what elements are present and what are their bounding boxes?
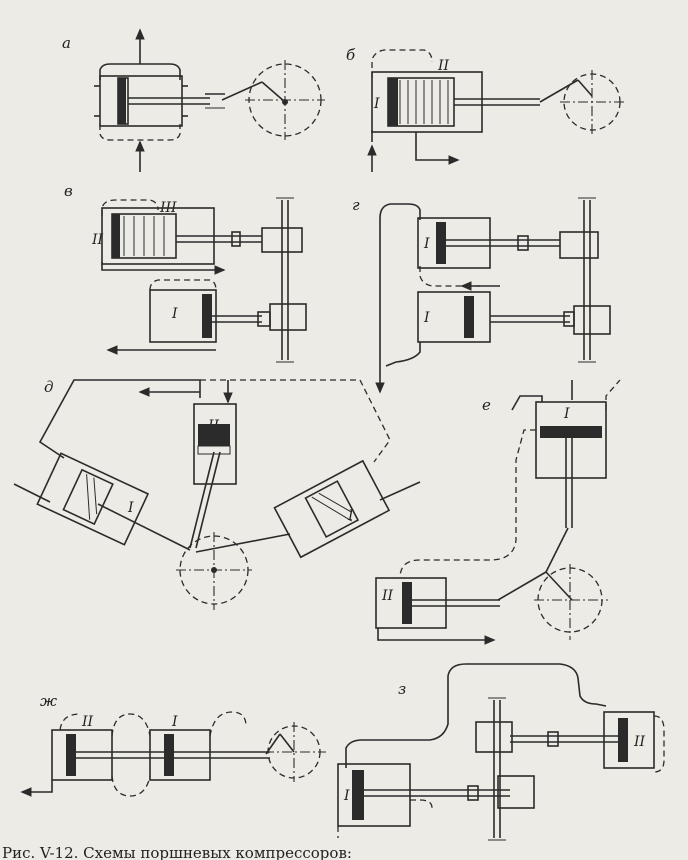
panel-label-e: е bbox=[482, 396, 491, 414]
panel-v: в II III I bbox=[64, 182, 307, 363]
panel-label-v: в bbox=[64, 182, 73, 200]
panel-a: а bbox=[62, 28, 325, 172]
stage-label-e-2: II bbox=[381, 588, 394, 604]
figure-caption: Рис. V-12. Схемы поршневых компрессоров: bbox=[2, 844, 352, 860]
panel-z: з I II bbox=[337, 663, 665, 841]
stage-label-zh-1: I bbox=[171, 714, 178, 730]
stage-label-b-2: II bbox=[437, 58, 450, 74]
stage-label-v-1: I bbox=[171, 306, 178, 322]
panel-label-z: з bbox=[398, 680, 406, 698]
stage-label-z-1: I bbox=[343, 788, 350, 804]
stage-label-v-2: II bbox=[91, 232, 104, 248]
stage-label-b-1: I bbox=[373, 96, 380, 112]
panel-label-a: а bbox=[62, 34, 71, 52]
panel-e: е I II bbox=[375, 379, 621, 645]
panel-d: д II I I bbox=[13, 378, 421, 610]
stage-label-g-2: I bbox=[423, 310, 430, 326]
panel-b: б I II bbox=[346, 46, 624, 172]
stage-label-e-1: I bbox=[563, 406, 570, 422]
panel-label-b: б bbox=[346, 46, 356, 64]
panel-label-zh: ж bbox=[40, 692, 57, 710]
panel-label-g: г bbox=[352, 196, 360, 214]
stage-label-zh-2: II bbox=[81, 714, 94, 730]
panel-label-d: д bbox=[44, 378, 54, 396]
stage-label-d-1b: I bbox=[347, 508, 354, 524]
stage-label-z-2: II bbox=[633, 734, 646, 750]
stage-label-g-1: I bbox=[423, 236, 430, 252]
panel-zh: ж II I bbox=[20, 692, 326, 797]
stage-label-d-1a: I bbox=[127, 500, 134, 516]
panel-g: г I I bbox=[352, 196, 611, 394]
